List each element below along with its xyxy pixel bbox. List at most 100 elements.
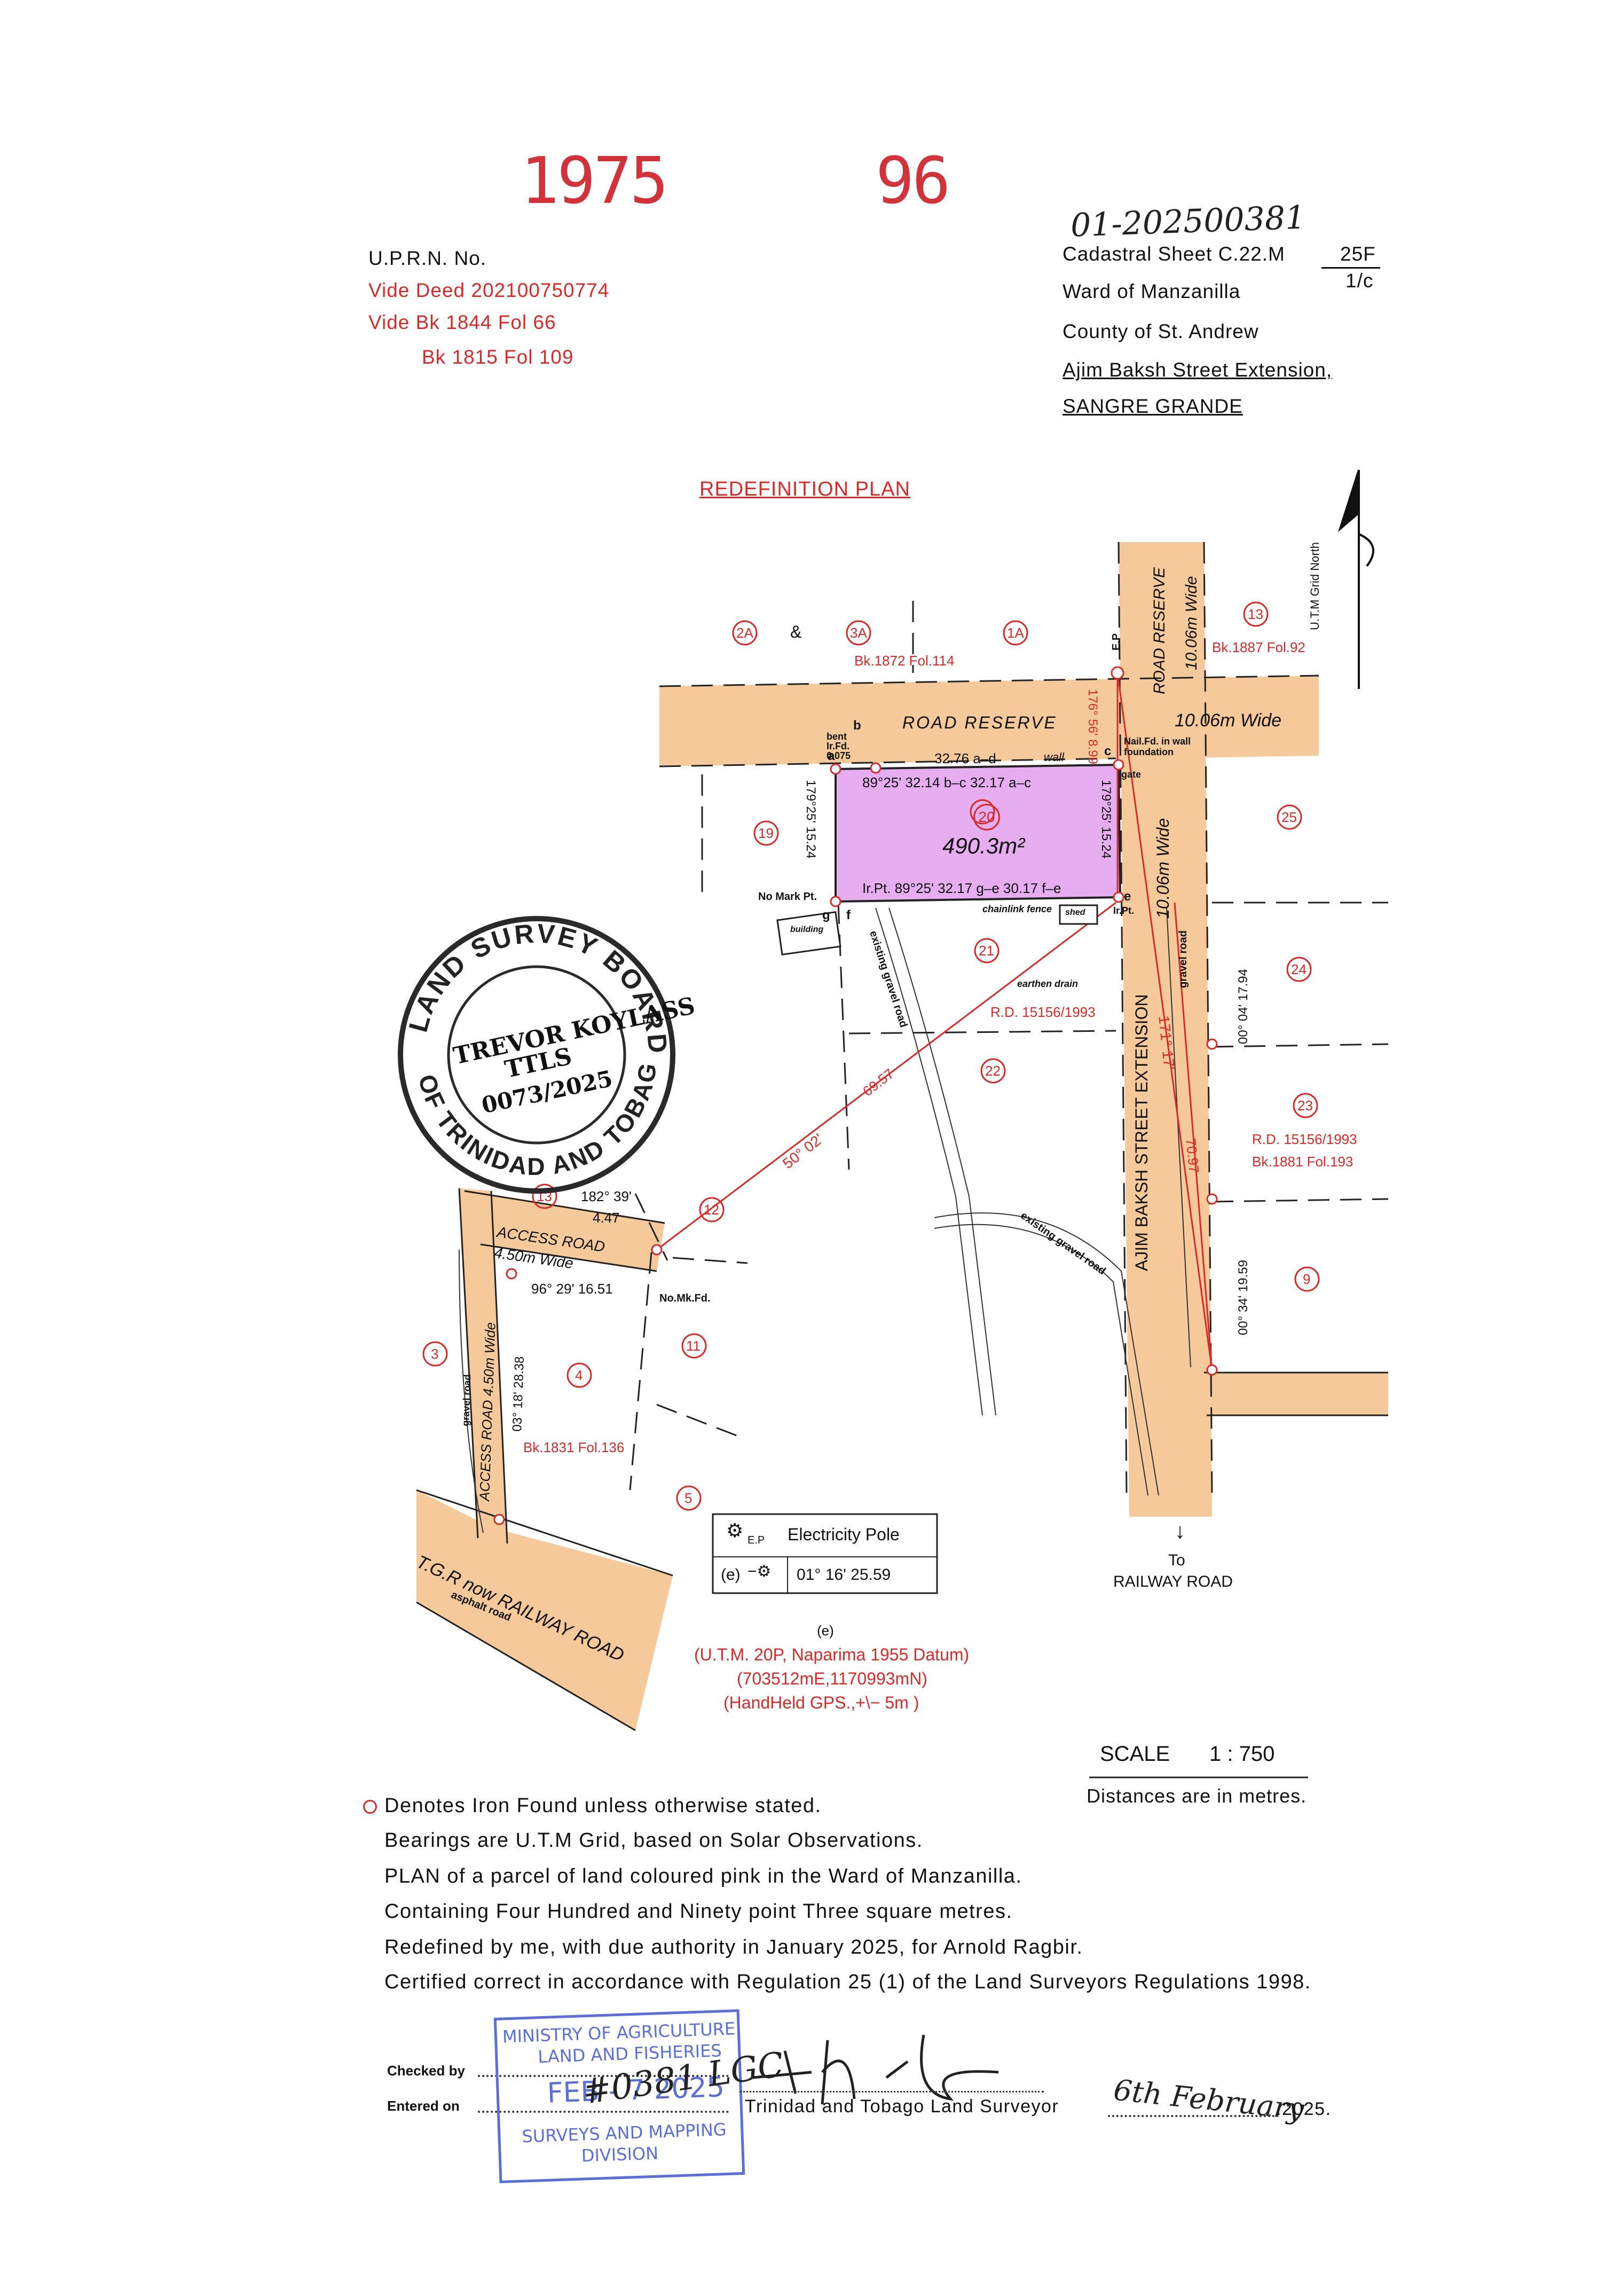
measure-bottom: Ir.Pt. 89°25' 32.17 g–e 30.17 f–e	[862, 880, 1061, 896]
scale-value: 1 : 750	[1209, 1742, 1275, 1766]
measure-access-horizontal: 96° 29' 16.51	[531, 1281, 613, 1297]
lot-11: 11	[686, 1338, 701, 1354]
access-road-horizontal	[465, 1191, 665, 1271]
street-width-label: 10.06m Wide	[1153, 818, 1173, 919]
point-nailfd: Nail.Fd. in wall foundation	[1124, 736, 1191, 757]
utm-datum: (U.T.M. 20P, Naparima 1955 Datum)	[694, 1645, 970, 1664]
street-vertical-label: AJIM BAKSH STREET EXTENSION	[1132, 994, 1151, 1271]
point-e: e	[1124, 889, 1131, 904]
land-survey-board-stamp: LAND SURVEY BOARD OF TRINIDAD AND TOBAGO…	[385, 891, 697, 1196]
note-6: Certified correct in accordance with Reg…	[384, 1971, 1311, 1993]
point-b: b	[853, 718, 861, 733]
ref-bk1831: Bk.1831 Fol.136	[523, 1439, 625, 1455]
vide-deed: Vide Deed 202100750774	[368, 279, 610, 301]
date-dots	[1108, 2115, 1279, 2117]
lot-4: 4	[575, 1367, 583, 1383]
road-width-horizontal-label: 10.06m Wide	[1175, 710, 1282, 731]
surveyor-line	[739, 2091, 1044, 2093]
lower-junction-road	[1204, 1373, 1388, 1415]
north-label: U.T.M Grid North	[1308, 542, 1321, 630]
legend-e-value: 01° 16' 25.59	[797, 1566, 891, 1584]
note-3: PLAN of a parcel of land coloured pink i…	[384, 1865, 1022, 1887]
lot-12: 12	[704, 1202, 719, 1218]
road-width-vertical-label: 10.06m Wide	[1183, 576, 1200, 670]
lot-1A: 1A	[1007, 625, 1024, 641]
measure-1959: 00° 34' 19.59	[1236, 1260, 1250, 1335]
legend-box	[712, 1513, 938, 1594]
ep-legend-label: Electricity Pole	[788, 1525, 900, 1544]
lot-3: 3	[431, 1346, 439, 1362]
surveyor-label: Trinidad and Tobago Land Surveyor	[745, 2096, 1059, 2117]
lot-3A: 3A	[850, 625, 867, 641]
note-5: Redefined by me, with due authority in J…	[384, 1936, 1083, 1958]
legend-ep-small-icon: −⚙	[747, 1563, 772, 1580]
street-name: Ajim Baksh Street Extension,	[1063, 359, 1333, 381]
point-ep: E.P	[1111, 633, 1122, 651]
ministry-line-3: SURVEYS AND MAPPING	[521, 2119, 727, 2147]
wall-label: wall	[1044, 750, 1064, 764]
measure-inner: 89°25' 32.14 b–c 32.17 a–c	[862, 774, 1032, 790]
ref-rd2: R.D. 15156/1993	[1252, 1131, 1357, 1147]
vide-book-1: Vide Bk 1844 Fol 66	[368, 311, 556, 333]
sheet-suffix-divider	[1321, 267, 1380, 269]
point-gate: gate	[1121, 769, 1142, 780]
ref-bk1872: Bk.1872 Fol.114	[854, 653, 955, 669]
point-a: a	[828, 749, 835, 763]
checked-by-label: Checked by	[387, 2063, 465, 2079]
lot-25: 25	[1281, 809, 1297, 825]
shed-label: shed	[1065, 908, 1085, 917]
earthen-drain-label: earthen drain	[1017, 978, 1079, 989]
units-note: Distances are in metres.	[1087, 1785, 1307, 1807]
measure-top: 32.76 a–d	[934, 750, 996, 766]
lot-2A: 2A	[736, 625, 753, 641]
lot-23: 23	[1297, 1098, 1313, 1114]
measure-access-vertical: 03° 18' 28.38	[510, 1356, 527, 1432]
access-road-vertical	[459, 1188, 507, 1543]
note-2: Bearings are U.T.M Grid, based on Solar …	[384, 1829, 923, 1852]
measure-diag2-length: 70.97	[1183, 1138, 1202, 1174]
measure-left-side: 179°25' 15.24	[804, 780, 818, 859]
chainlink-label: chainlink fence	[982, 904, 1052, 914]
utm-coords: (703512mE,1170993mN)	[737, 1669, 927, 1688]
lot-9: 9	[1303, 1271, 1311, 1287]
gravel-road-label: gravel road	[1177, 930, 1189, 988]
shed	[1059, 904, 1098, 925]
checked-by-dots	[478, 2075, 729, 2077]
measure-1794: 00° 04' 17.94	[1236, 969, 1250, 1044]
road-reserve-vertical-label: ROAD RESERVE	[1151, 567, 1168, 694]
uprn-label: U.P.R.N. No.	[368, 247, 487, 269]
file-number-right: 96	[876, 144, 950, 218]
note-1: Denotes Iron Found unless otherwise stat…	[384, 1795, 822, 1817]
utm-e: (e)	[817, 1623, 834, 1639]
ref-rd1: R.D. 15156/1993	[990, 1004, 1096, 1020]
entered-on-dots	[478, 2111, 729, 2113]
lot-22: 22	[985, 1063, 1001, 1079]
ref-bk1887: Bk.1887 Fol.92	[1212, 639, 1305, 655]
measure-right-side: 179°25' 15.24	[1099, 780, 1113, 859]
point-no-mark: No Mark Pt.	[758, 891, 817, 903]
measure-access-top-length: 4.47	[593, 1210, 620, 1226]
railway-road	[416, 1490, 673, 1730]
building	[776, 911, 841, 956]
lot-13-top: 13	[1248, 606, 1263, 622]
lot-19: 19	[758, 825, 774, 841]
point-bent: bent Ir.Fd. 0.075	[827, 731, 851, 761]
lot-21: 21	[979, 943, 994, 959]
surveyor-signature	[747, 2019, 1004, 2118]
vide-book-2: Bk 1815 Fol 109	[422, 346, 574, 368]
ref-bk1881: Bk.1881 Fol.193	[1252, 1154, 1354, 1170]
date-year: .2025.	[1276, 2099, 1332, 2119]
iron-found-symbol	[363, 1800, 377, 1814]
railway-direction-label: RAILWAY ROAD	[1113, 1573, 1233, 1590]
county-name: County of St. Andrew	[1063, 320, 1259, 342]
measure-access-top: 182° 39'	[581, 1188, 632, 1204]
ep-legend-symbol: E.P	[747, 1534, 765, 1546]
parcel-area: 490.3m²	[942, 833, 1025, 858]
utm-gps: (HandHeld GPS.,+\− 5m )	[723, 1693, 919, 1712]
to-railway-arrow: ↓	[1175, 1519, 1185, 1543]
to-label: To	[1168, 1551, 1185, 1569]
parcel-lot-number: 20	[973, 804, 1000, 830]
sheet-suffix-top: 25F	[1340, 243, 1376, 265]
entered-on-label: Entered on	[387, 2098, 460, 2114]
